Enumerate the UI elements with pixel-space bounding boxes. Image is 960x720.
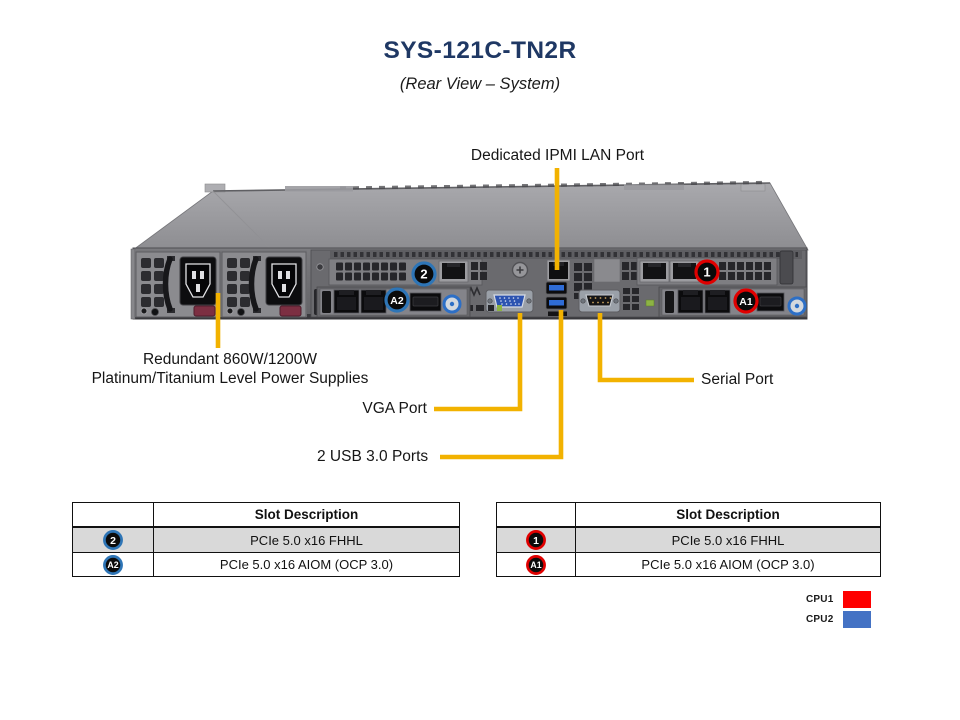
chassis-top-cover [131,180,809,251]
table-header-label: Slot Description [254,507,359,522]
blank-plate [593,258,621,283]
table-row: 1 PCIe 5.0 x16 FHHL [497,528,880,553]
badge-cell: A2 [73,553,154,576]
serial-callout-label: Serial Port [701,371,774,388]
badge-cell: 1 [497,528,576,552]
svg-text:2: 2 [110,535,116,547]
svg-text:A1: A1 [530,560,541,570]
slot-a2-badge-icon: A2 [103,554,123,575]
cpu1-label: CPU1 [806,594,834,605]
usb-callout-label: 2 USB 3.0 Ports [317,448,429,465]
psu-callout-line1: Redundant 860W/1200W [142,351,318,368]
usb-3-ports [545,281,568,316]
thumbscrew [787,296,807,316]
top-vent-strip [330,250,802,259]
slot-2-badge-icon: 2 [103,530,123,550]
svg-text:A1: A1 [739,296,753,308]
center-io [465,258,655,316]
badge-cell: 2 [73,528,154,552]
sfp-port [756,292,785,312]
page-subtitle: (Rear View – System) [399,75,561,93]
slot-badge-1: 1 [694,259,720,285]
slot-1-badge-icon: 1 [526,530,546,550]
slot-badge-a2: A2 [384,287,410,313]
pcie-slot-2 [328,258,487,286]
cpu2-color-swatch [843,611,872,628]
legend-row-cpu2: CPU2 [806,611,872,628]
slot-a1-badge-icon: A1 [526,554,546,575]
slot-badge-2: 2 [411,261,437,287]
callout-line-usb [440,310,564,460]
vga-port [485,289,534,313]
thumbscrew [442,294,462,314]
led-green [645,299,655,307]
slot-description: PCIe 5.0 x16 AIOM (OCP 3.0) [219,557,394,572]
table-header-badge-cell [73,503,154,526]
cpu-legend: CPU1 CPU2 [806,591,872,628]
led-green [497,305,502,311]
aiom-slot-a1 [658,286,808,318]
ipmi-lan-port [546,259,571,282]
slot-table-right: Slot Description 1 PCIe 5.0 x16 FHHL A1 … [496,502,881,577]
callout-line-serial [597,313,694,383]
vent-cluster-right [622,262,639,310]
table-header-badge-cell [497,503,576,526]
legend-row-cpu1: CPU1 [806,591,872,608]
svg-text:A2: A2 [107,560,118,570]
svg-text:1: 1 [533,535,539,547]
panel-screw [316,263,324,271]
cpu2-label: CPU2 [806,614,834,625]
page-title: SYS-121C-TN2R [383,37,577,64]
badge-cell: A1 [497,553,576,576]
table-row: A1 PCIe 5.0 x16 AIOM (OCP 3.0) [497,553,880,576]
power-supply-bay [134,250,307,317]
callout-line-vga [434,313,523,412]
svg-text:1: 1 [703,265,710,280]
table-row: 2 PCIe 5.0 x16 FHHL [73,528,459,553]
slot-description: PCIe 5.0 x16 FHHL [250,532,363,548]
ipmi-lan-callout-label: Dedicated IPMI LAN Port [470,147,645,164]
table-header-row: Slot Description [73,503,459,528]
chassis-screw [511,261,529,279]
serial-port [578,289,621,313]
vga-callout-label: VGA Port [362,400,427,417]
cpu1-color-swatch [843,591,872,608]
svg-text:2: 2 [420,267,427,282]
slot-table-left: Slot Description 2 PCIe 5.0 x16 FHHL A2 … [72,502,460,577]
slot-badge-a1: A1 [733,288,759,314]
table-header-label: Slot Description [676,507,780,522]
table-row: A2 PCIe 5.0 x16 AIOM (OCP 3.0) [73,553,459,576]
svg-text:A2: A2 [390,295,404,307]
table-header-row: Slot Description [497,503,880,528]
slot-description: PCIe 5.0 x16 FHHL [671,532,785,548]
sfp-port [409,292,442,312]
psu-callout-label: Redundant 860W/1200W Platinum/Titanium L… [55,350,405,388]
slot-description: PCIe 5.0 x16 AIOM (OCP 3.0) [641,557,815,572]
psu-callout-line2: Platinum/Titanium Level Power Supplies [91,370,369,387]
